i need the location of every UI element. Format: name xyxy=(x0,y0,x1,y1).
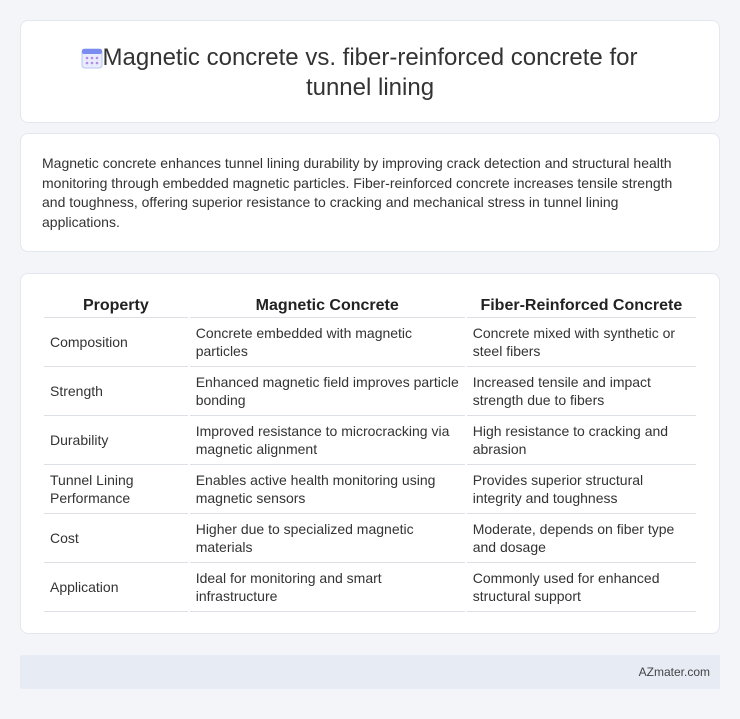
row-property: Application xyxy=(44,563,188,612)
header-property: Property xyxy=(44,296,188,318)
row-magnetic: Enables active health monitoring using m… xyxy=(189,465,465,514)
calendar-grid-icon xyxy=(81,48,103,69)
summary-card: Magnetic concrete enhances tunnel lining… xyxy=(20,133,720,252)
row-fiber: Commonly used for enhanced structural su… xyxy=(466,563,696,612)
table-row: Application Ideal for monitoring and sma… xyxy=(44,563,696,612)
row-property: Strength xyxy=(44,367,188,416)
row-magnetic: Improved resistance to microcracking via… xyxy=(189,416,465,465)
summary-text: Magnetic concrete enhances tunnel lining… xyxy=(42,155,673,230)
row-property: Composition xyxy=(44,318,188,367)
table-row: Cost Higher due to specialized magnetic … xyxy=(44,514,696,563)
footer-bar: AZmater.com xyxy=(20,655,720,689)
header-fiber-reinforced-concrete: Fiber-Reinforced Concrete xyxy=(466,296,696,318)
table-header-row: Property Magnetic Concrete Fiber-Reinfor… xyxy=(44,296,696,318)
row-magnetic: Higher due to specialized magnetic mater… xyxy=(189,514,465,563)
row-magnetic: Ideal for monitoring and smart infrastru… xyxy=(189,563,465,612)
table-row: Strength Enhanced magnetic field improve… xyxy=(44,367,696,416)
row-magnetic: Concrete embedded with magnetic particle… xyxy=(189,318,465,367)
table-row: Tunnel Lining Performance Enables active… xyxy=(44,465,696,514)
footer-brand[interactable]: AZmater.com xyxy=(638,665,710,679)
title-card: Magnetic concrete vs. fiber-reinforced c… xyxy=(20,20,720,123)
page-title-line2: tunnel lining xyxy=(305,74,435,101)
row-fiber: Increased tensile and impact strength du… xyxy=(466,367,696,416)
row-property: Tunnel Lining Performance xyxy=(44,465,188,514)
row-fiber: Concrete mixed with synthetic or steel f… xyxy=(466,318,696,367)
row-fiber: Provides superior structural integrity a… xyxy=(466,465,696,514)
comparison-table: Property Magnetic Concrete Fiber-Reinfor… xyxy=(42,296,698,612)
row-fiber: Moderate, depends on fiber type and dosa… xyxy=(466,514,696,563)
row-fiber: High resistance to cracking and abrasion xyxy=(466,416,696,465)
page-title: Magnetic concrete vs. fiber-reinforced c… xyxy=(21,43,719,103)
header-magnetic-concrete: Magnetic Concrete xyxy=(189,296,465,318)
table-row: Composition Concrete embedded with magne… xyxy=(44,318,696,367)
page-title-line1: Magnetic concrete vs. fiber-reinforced c… xyxy=(102,44,638,71)
row-property: Cost xyxy=(44,514,188,563)
row-magnetic: Enhanced magnetic field improves particl… xyxy=(189,367,465,416)
comparison-card: Property Magnetic Concrete Fiber-Reinfor… xyxy=(20,273,720,634)
table-row: Durability Improved resistance to microc… xyxy=(44,416,696,465)
row-property: Durability xyxy=(44,416,188,465)
